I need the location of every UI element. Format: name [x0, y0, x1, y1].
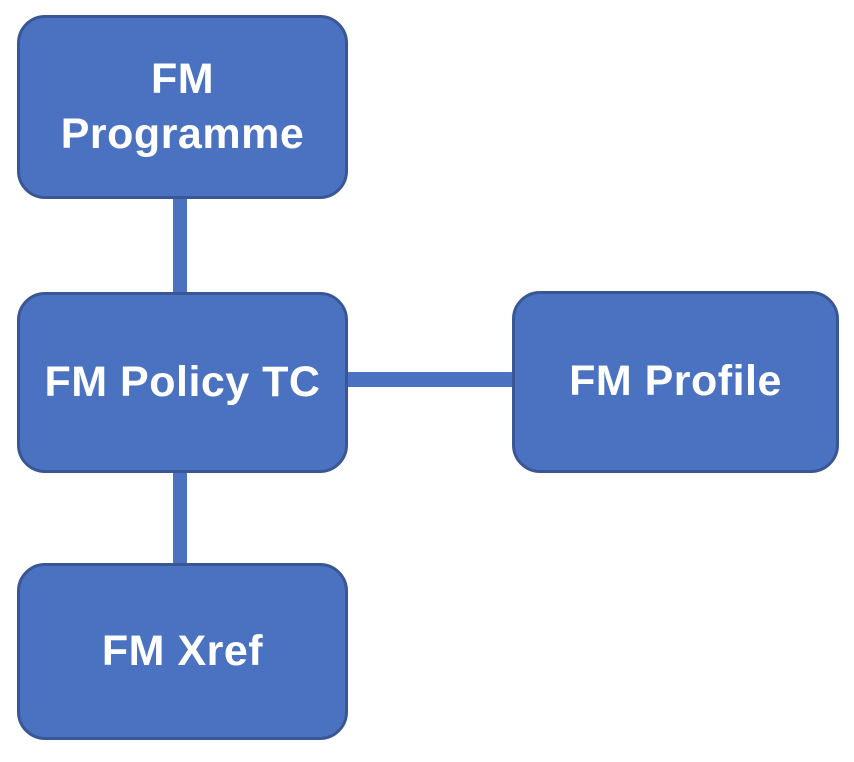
node-fm-policy-tc: FM Policy TC: [17, 292, 348, 473]
connector-policy-to-profile: [347, 372, 514, 387]
node-fm-xref: FM Xref: [17, 563, 348, 740]
node-fm-profile-label: FM Profile: [569, 357, 782, 406]
connector-policy-to-xref: [173, 471, 187, 565]
node-fm-policy-tc-label: FM Policy TC: [44, 357, 321, 406]
node-fm-programme-label: FM Programme: [60, 54, 305, 158]
node-fm-profile: FM Profile: [512, 291, 839, 473]
connector-programme-to-policy: [173, 197, 187, 294]
node-fm-programme: FM Programme: [17, 15, 348, 199]
node-fm-xref-label: FM Xref: [101, 626, 264, 675]
